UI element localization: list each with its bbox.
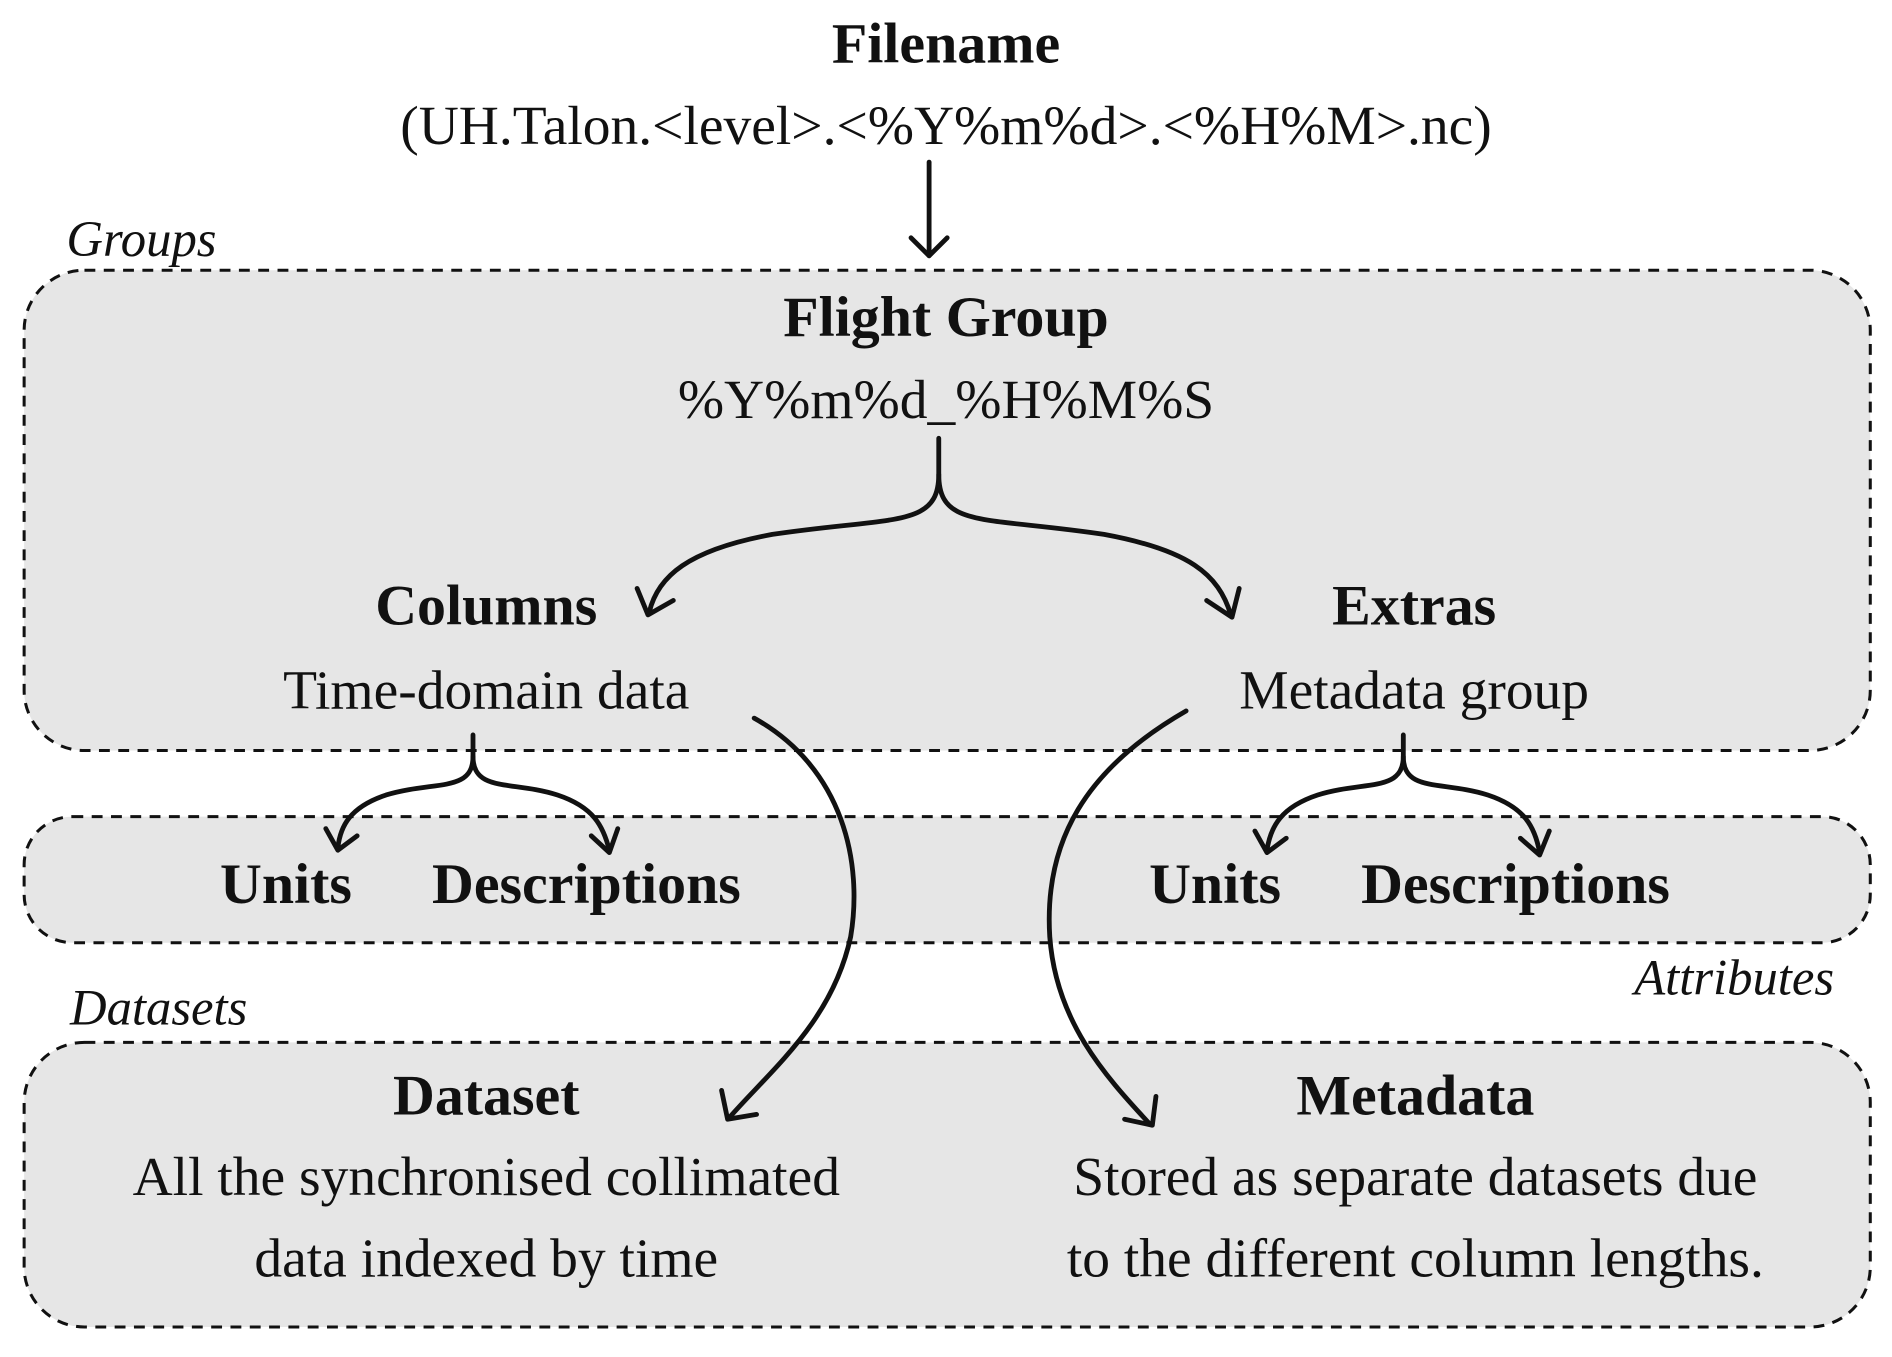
attr-right-descriptions: Descriptions: [1361, 853, 1670, 916]
attributes-label: Attributes: [1631, 949, 1834, 1005]
arrow-columns-to-dataset: [719, 715, 857, 1122]
attr-left-units: Units: [220, 853, 352, 916]
extras-title: Extras: [1332, 575, 1496, 638]
dataset-desc-line-2: data indexed by time: [254, 1228, 718, 1289]
flight-group-pattern: %Y%m%d_%H%M%S: [678, 369, 1214, 430]
metadata-title: Metadata: [1296, 1065, 1534, 1128]
dataset-desc-line-1: All the synchronised collimated: [133, 1146, 840, 1207]
metadata-desc-line-2: to the different column lengths.: [1067, 1228, 1764, 1289]
filename-title: Filename: [832, 13, 1060, 76]
groups-label: Groups: [66, 211, 216, 267]
groups-box: [22, 268, 1872, 753]
filename-pattern: (UH.Talon.<level>.<%Y%m%d>.<%H%M>.nc): [400, 95, 1492, 156]
attr-left-descriptions: Descriptions: [432, 853, 741, 916]
datasets-label: Datasets: [69, 979, 247, 1035]
flight-group-title: Flight Group: [783, 286, 1109, 349]
arrow-filename-to-flight-group: [908, 159, 950, 259]
attributes-box: [22, 815, 1872, 945]
metadata-desc-line-1: Stored as separate datasets due: [1073, 1146, 1757, 1207]
columns-desc: Time-domain data: [283, 660, 689, 721]
brace-flight-group: [634, 435, 1242, 620]
arrow-extras-to-metadata: [1046, 708, 1189, 1128]
datasets-box: [22, 1040, 1872, 1329]
columns-title: Columns: [375, 575, 597, 638]
dataset-title: Dataset: [393, 1065, 580, 1128]
brace-extras-attributes: [1252, 732, 1552, 858]
extras-desc: Metadata group: [1239, 660, 1589, 721]
attr-right-units: Units: [1149, 853, 1281, 916]
brace-columns-attributes: [323, 732, 621, 856]
